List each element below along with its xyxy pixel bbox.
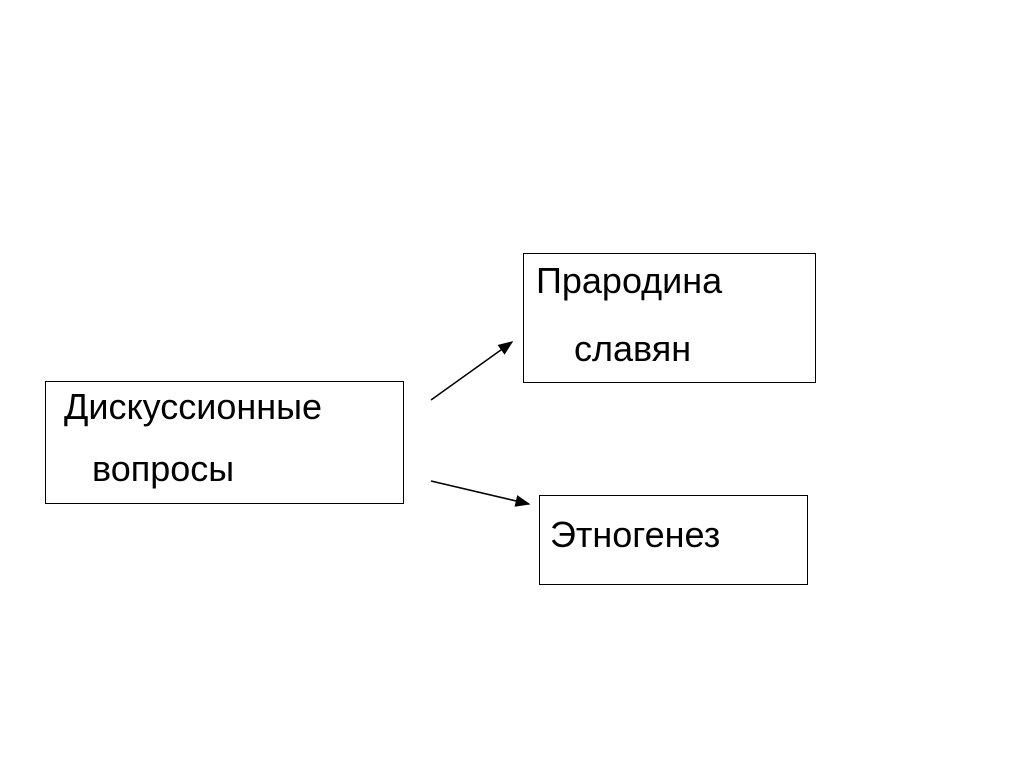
homeland-box: Прародина славян [523,253,816,383]
discussion-questions-box: Дискуссионные вопросы [45,381,404,504]
box-text-line1: Дискуссионные [64,386,323,427]
box-text-line1: Этногенез [550,514,721,555]
box-text-line1: Прародина [536,260,723,301]
box-text-line2: вопросы [92,448,235,489]
box-text-line2: славян [574,328,692,369]
arrow-to-homeland [430,341,514,401]
arrow-to-ethnogenesis [430,480,531,507]
ethnogenesis-box: Этногенез [539,495,808,585]
